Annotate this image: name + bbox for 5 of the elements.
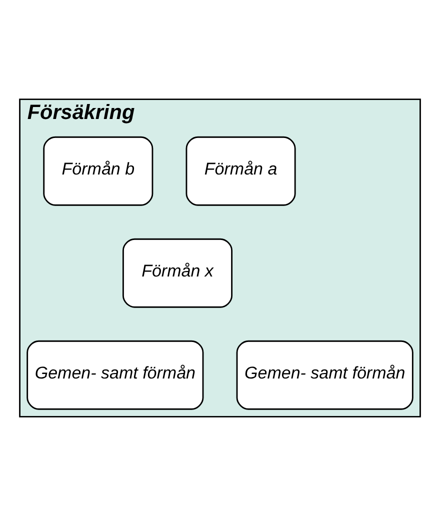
node-box: Gemen- samt förmån [236, 340, 414, 410]
node-box: Gemen- samt förmån [26, 340, 204, 410]
node-box: Förmån x [122, 238, 233, 308]
node-box: Förmån a [186, 136, 296, 206]
node-box: Förmån b [43, 136, 154, 206]
